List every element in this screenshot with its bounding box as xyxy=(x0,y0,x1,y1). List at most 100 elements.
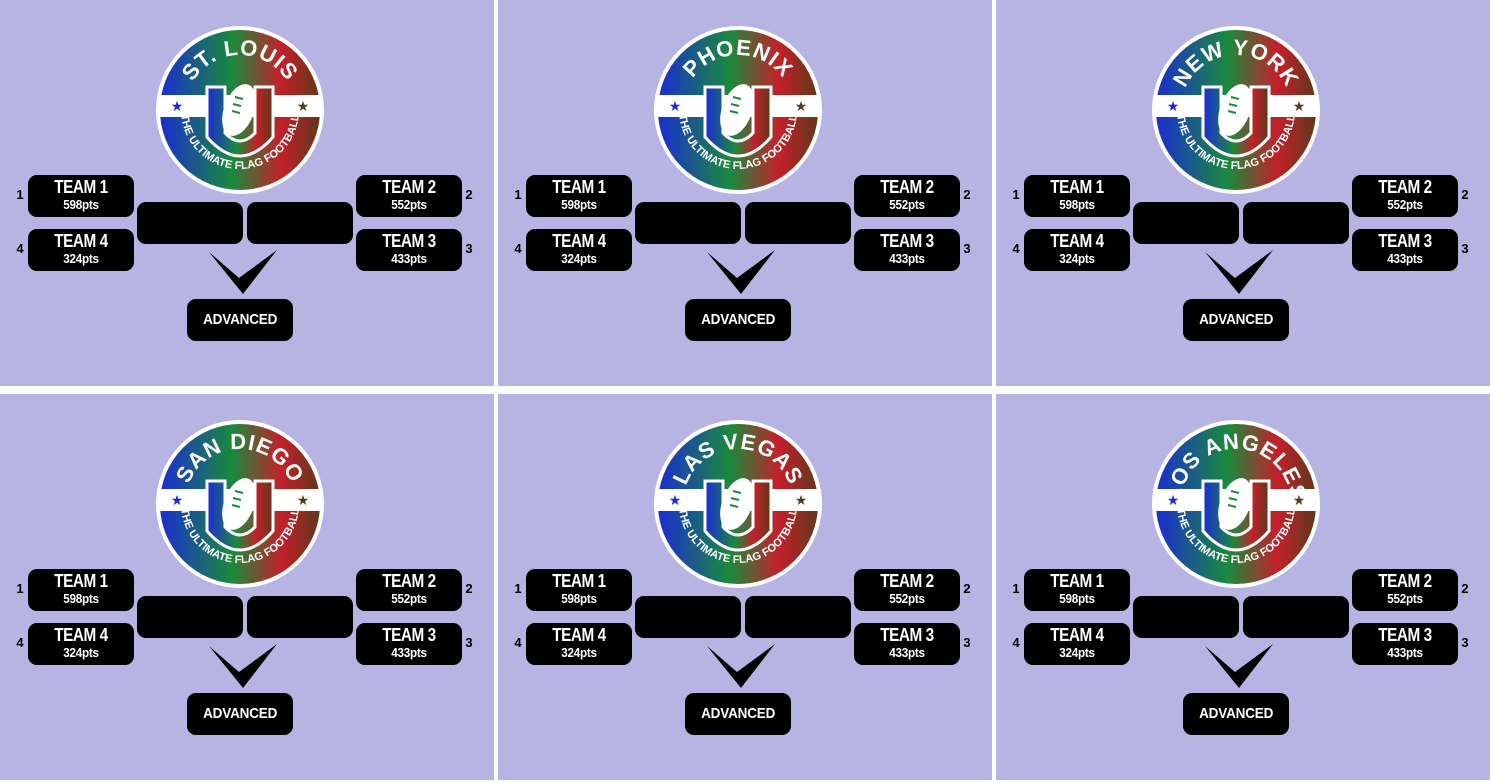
winner-slot-right xyxy=(247,596,353,638)
seed-number: 3 xyxy=(465,635,473,650)
football-icon xyxy=(1218,478,1252,530)
team-points: 552pts xyxy=(1387,197,1423,212)
football-icon xyxy=(720,478,754,530)
team-box: TEAM 1 598pts xyxy=(28,175,134,217)
team-name: TEAM 2 xyxy=(1378,571,1432,591)
star-icon: ★ xyxy=(297,492,310,508)
team-name: TEAM 4 xyxy=(552,231,606,251)
star-icon: ★ xyxy=(795,492,808,508)
bracket-panel-1: ST. LOUIS THE ULTIMATE FLAG FOOTBALL ★ ★… xyxy=(0,0,494,386)
team-name: TEAM 3 xyxy=(382,231,436,251)
seed-number: 1 xyxy=(514,187,522,202)
advanced-box: ADVANCED xyxy=(187,299,293,341)
chevron-down-icon xyxy=(1205,250,1273,294)
winner-slot-right xyxy=(247,202,353,244)
u-emblem xyxy=(205,85,275,158)
u-emblem xyxy=(1201,479,1271,552)
winner-slot-left xyxy=(635,202,741,244)
seed-number: 1 xyxy=(514,581,522,596)
team-points: 552pts xyxy=(1387,591,1423,606)
seed-number: 3 xyxy=(465,241,473,256)
team-points: 552pts xyxy=(391,591,427,606)
team-box: TEAM 1 598pts xyxy=(1024,175,1130,217)
team-name: TEAM 1 xyxy=(54,177,108,197)
team-name: TEAM 1 xyxy=(54,571,108,591)
advanced-label: ADVANCED xyxy=(700,311,776,328)
team-box: TEAM 4 324pts xyxy=(526,623,632,665)
team-name: TEAM 2 xyxy=(382,571,436,591)
team-box: TEAM 2 552pts xyxy=(854,175,960,217)
team-points: 598pts xyxy=(561,197,597,212)
star-icon: ★ xyxy=(171,492,184,508)
advanced-label: ADVANCED xyxy=(700,705,776,722)
team-box: TEAM 2 552pts xyxy=(1352,569,1458,611)
team-points: 324pts xyxy=(1059,645,1095,660)
team-points: 598pts xyxy=(1059,591,1095,606)
star-icon: ★ xyxy=(669,98,682,114)
team-points: 552pts xyxy=(391,197,427,212)
league-logo: LAS VEGAS THE ULTIMATE FLAG FOOTBALL ★ ★ xyxy=(653,419,823,589)
team-name: TEAM 2 xyxy=(880,571,934,591)
u-emblem xyxy=(703,85,773,158)
winner-slot-left xyxy=(1133,202,1239,244)
chevron-down-icon xyxy=(209,250,277,294)
team-name: TEAM 3 xyxy=(880,625,934,645)
advanced-label: ADVANCED xyxy=(1198,311,1274,328)
seed-number: 4 xyxy=(16,241,24,256)
seed-number: 4 xyxy=(514,635,522,650)
star-icon: ★ xyxy=(171,98,184,114)
team-name: TEAM 4 xyxy=(1050,625,1104,645)
team-name: TEAM 4 xyxy=(54,625,108,645)
team-box: TEAM 1 598pts xyxy=(1024,569,1130,611)
bracket-panel-2: PHOENIX THE ULTIMATE FLAG FOOTBALL ★ ★ 1… xyxy=(498,0,992,386)
team-name: TEAM 3 xyxy=(880,231,934,251)
team-box: TEAM 1 598pts xyxy=(28,569,134,611)
chevron-down-icon xyxy=(707,250,775,294)
team-name: TEAM 1 xyxy=(552,177,606,197)
team-points: 324pts xyxy=(561,645,597,660)
team-box: TEAM 4 324pts xyxy=(526,229,632,271)
star-icon: ★ xyxy=(1167,492,1180,508)
football-icon xyxy=(222,478,256,530)
football-icon xyxy=(222,84,256,136)
team-box: TEAM 2 552pts xyxy=(1352,175,1458,217)
league-logo: NEW YORK THE ULTIMATE FLAG FOOTBALL ★ ★ xyxy=(1151,25,1321,195)
football-icon xyxy=(720,84,754,136)
team-points: 433pts xyxy=(391,251,427,266)
league-logo: ST. LOUIS THE ULTIMATE FLAG FOOTBALL ★ ★ xyxy=(155,25,325,195)
winner-slot-left xyxy=(137,596,243,638)
team-box: TEAM 4 324pts xyxy=(1024,623,1130,665)
star-icon: ★ xyxy=(1167,98,1180,114)
team-name: TEAM 1 xyxy=(552,571,606,591)
team-points: 433pts xyxy=(889,251,925,266)
seed-number: 4 xyxy=(1012,241,1020,256)
advanced-label: ADVANCED xyxy=(202,311,278,328)
league-logo-graphic: ST. LOUIS THE ULTIMATE FLAG FOOTBALL ★ ★ xyxy=(156,26,324,194)
chevron-down-icon xyxy=(707,644,775,688)
seed-number: 3 xyxy=(1461,635,1469,650)
team-name: TEAM 4 xyxy=(1050,231,1104,251)
team-box: TEAM 4 324pts xyxy=(1024,229,1130,271)
seed-number: 4 xyxy=(514,241,522,256)
team-name: TEAM 2 xyxy=(382,177,436,197)
seed-number: 1 xyxy=(1012,187,1020,202)
u-emblem xyxy=(703,479,773,552)
seed-number: 4 xyxy=(1012,635,1020,650)
team-points: 324pts xyxy=(561,251,597,266)
seed-number: 1 xyxy=(16,581,24,596)
league-logo-graphic: PHOENIX THE ULTIMATE FLAG FOOTBALL ★ ★ xyxy=(654,26,822,194)
league-logo-graphic: LAS VEGAS THE ULTIMATE FLAG FOOTBALL ★ ★ xyxy=(654,420,822,588)
team-box: TEAM 2 552pts xyxy=(356,175,462,217)
team-box: TEAM 4 324pts xyxy=(28,623,134,665)
league-logo-graphic: LOS ANGELES THE ULTIMATE FLAG FOOTBALL ★… xyxy=(1152,420,1320,588)
advanced-box: ADVANCED xyxy=(685,693,791,735)
star-icon: ★ xyxy=(1293,98,1306,114)
team-box: TEAM 2 552pts xyxy=(854,569,960,611)
star-icon: ★ xyxy=(1293,492,1306,508)
team-points: 433pts xyxy=(391,645,427,660)
u-emblem xyxy=(205,479,275,552)
team-box: TEAM 3 433pts xyxy=(1352,229,1458,271)
chevron-down-icon xyxy=(1205,644,1273,688)
seed-number: 2 xyxy=(963,581,971,596)
star-icon: ★ xyxy=(297,98,310,114)
